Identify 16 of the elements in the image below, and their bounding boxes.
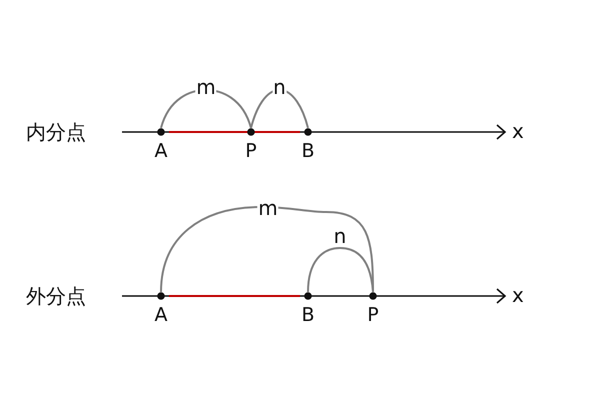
segment-line	[169, 295, 300, 297]
point-label: A	[154, 305, 168, 325]
row-label: 内分点	[26, 120, 86, 144]
axis-label: x	[512, 283, 524, 307]
arc-line	[160, 89, 252, 128]
point-label: B	[300, 305, 316, 325]
segment-line	[169, 131, 300, 133]
axis-label: x	[512, 119, 524, 143]
point-label: A	[154, 141, 168, 161]
point-label: P	[244, 141, 258, 161]
arc-line	[160, 206, 374, 292]
point-label: B	[300, 141, 316, 161]
arc-line	[250, 89, 309, 128]
arc-line	[307, 247, 374, 292]
point-label: P	[366, 305, 380, 325]
row-label: 外分点	[26, 284, 86, 308]
